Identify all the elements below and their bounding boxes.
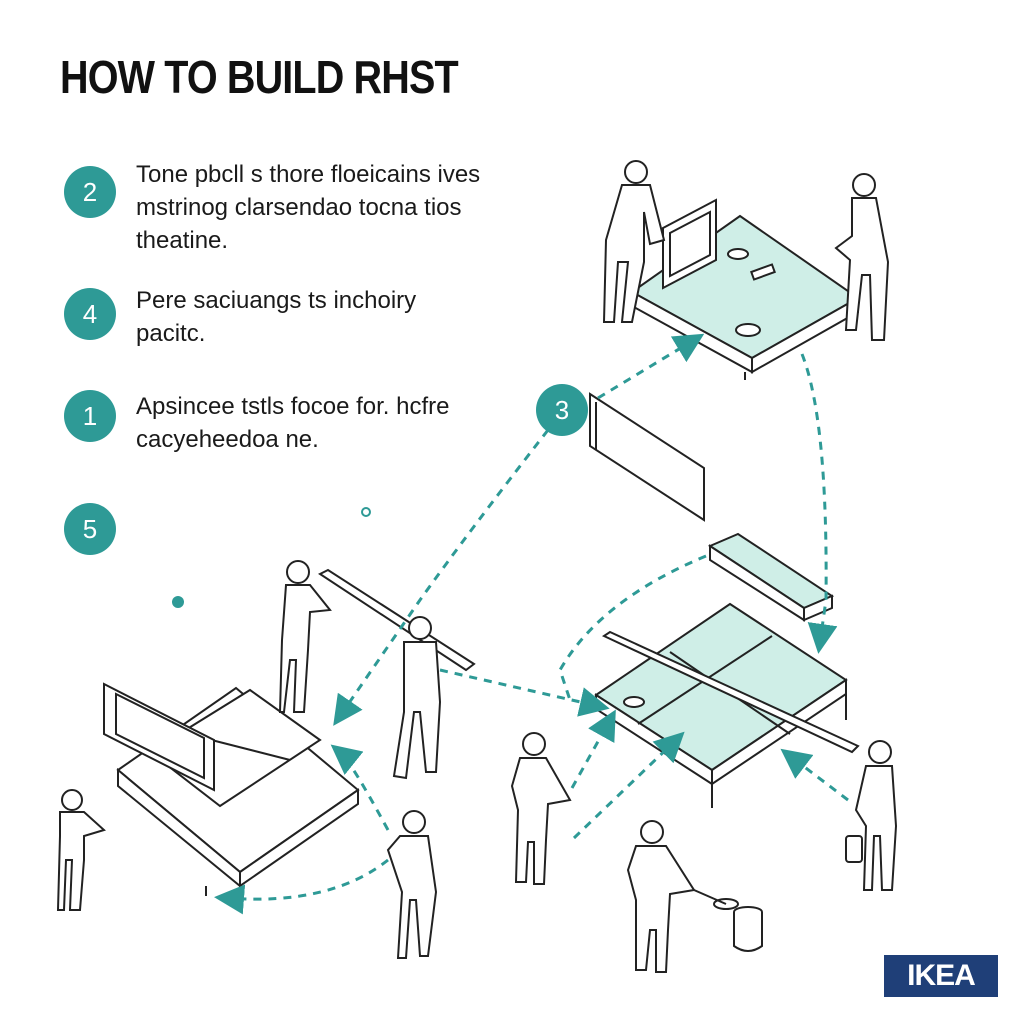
step-text-4: Pere saciuangs ts inchoiry pacitc.	[136, 287, 417, 347]
step-text-1: Apsincee tstls focoe for. hcfre cacyehee…	[136, 393, 450, 453]
diagram-badge-3: 3	[536, 384, 588, 436]
person-icon	[602, 160, 666, 323]
step-badge-1: 1	[64, 390, 116, 442]
dot-marker	[361, 507, 371, 517]
finished-table	[630, 198, 860, 380]
person-icon	[392, 616, 442, 780]
bucket-icon	[693, 889, 763, 952]
step-badge-2: 2	[64, 166, 116, 218]
step-badge-4: 4	[64, 288, 116, 340]
person-icon	[278, 560, 332, 713]
person-icon	[834, 173, 890, 341]
flow-arrows	[214, 333, 849, 915]
person-icon	[845, 740, 898, 891]
person-icon	[56, 789, 106, 911]
person-icon	[626, 820, 696, 973]
floating-panel	[589, 392, 705, 522]
ikea-logo: IKEA	[884, 955, 998, 997]
left-table-frame	[103, 568, 476, 896]
step-badge-5: 5	[64, 503, 116, 555]
person-icon	[510, 732, 572, 885]
step-text-2: Tone pbcll s thore floeicains ives mstri…	[136, 161, 481, 254]
page-title: HOW TO BUILD RHST	[60, 51, 459, 103]
floating-slab	[707, 532, 835, 622]
person-icon	[386, 810, 438, 959]
dot-marker	[172, 596, 184, 608]
